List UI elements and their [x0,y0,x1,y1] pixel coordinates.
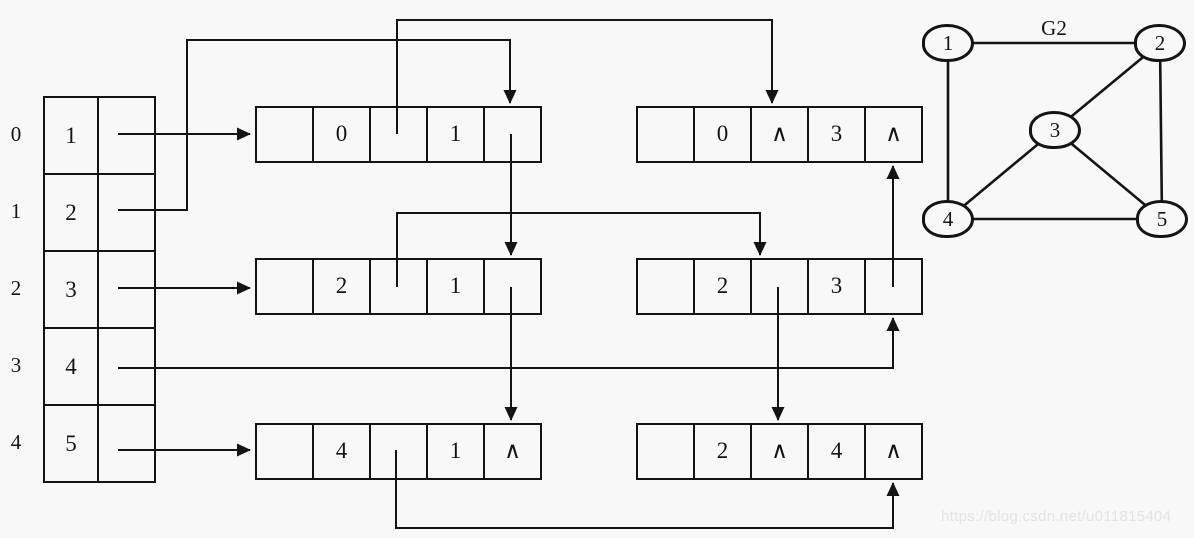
edge-cell-ivex: 2 [695,425,752,478]
edge-cell-mark [638,108,695,161]
graph-vertex-4: 4 [922,200,974,238]
head-pointer-cell [99,252,154,327]
edge-cell-ilink [371,260,428,313]
edge-cell-jlink: ∧ [504,438,521,463]
head-pointer-cell [99,406,154,481]
row-index-label: 2 [10,276,22,300]
edge-cell-jlink [866,260,921,313]
edge-cell-jlink [485,260,540,313]
edge-cell-jvex: 4 [809,425,866,478]
edge-cell-jvex: 1 [428,425,485,478]
edge-cell-mark [257,425,314,478]
edge-cell-jlink: ∧ [885,438,902,463]
vertex-value-cell: 1 [45,98,99,173]
vertex-value-cell: 5 [45,406,99,481]
vertex-value-cell: 3 [45,252,99,327]
edge-cell-ilink [752,260,809,313]
row-index-label: 0 [10,122,22,146]
graph-title: G2 [1041,16,1067,40]
arrow-head-3 [118,317,900,369]
edge-node-0-1: 0 1 [255,106,542,163]
edge-cell-ivex: 2 [314,260,371,313]
edge-cell-ivex: 0 [695,108,752,161]
vertex-table-row: 4 [45,329,154,406]
edge-cell-jlink [485,108,540,161]
edge-node-4-1: 4 1 ∧ [255,423,542,480]
edge-cell-ivex: 2 [695,260,752,313]
vertex-table-row: 2 [45,175,154,252]
head-pointer-cell [99,175,154,250]
row-index-label: 1 [10,199,22,223]
vertex-value-cell: 2 [45,175,99,250]
edge-node-2-4: 2 ∧ 4 ∧ [636,423,923,480]
edge-node-2-1: 2 1 [255,258,542,315]
head-pointer-cell [99,98,154,173]
graph-vertex-5: 5 [1136,200,1188,238]
edge-cell-ilink: ∧ [752,425,809,478]
edge-cell-mark [257,108,314,161]
graph-edge-2-5 [1158,42,1164,220]
edge-cell-jvex: 1 [428,260,485,313]
watermark: https://blog.csdn.net/u011815404 [941,508,1172,525]
edge-cell-jvex: 3 [809,260,866,313]
edge-cell-ivex: 4 [314,425,371,478]
vertex-table-row: 3 [45,252,154,329]
graph-vertex-3: 3 [1029,111,1081,149]
edge-cell-ilink: ∧ [752,108,809,161]
graph-vertex-1: 1 [922,24,974,62]
edge-node-0-3: 0 ∧ 3 ∧ [636,106,923,163]
edge-cell-jlink: ∧ [885,121,902,146]
edge-cell-mark [638,260,695,313]
edge-cell-ivex: 0 [314,108,371,161]
head-pointer-cell [99,329,154,404]
edge-cell-mark [638,425,695,478]
edge-cell-ilink [371,425,428,478]
edge-cell-jvex: 3 [809,108,866,161]
row-index-label: 4 [10,430,22,454]
edge-cell-jvex: 1 [428,108,485,161]
edge-cell-ilink [371,108,428,161]
row-index-label: 3 [10,353,22,377]
vertex-table-row: 1 [45,98,154,175]
edge-node-2-3: 2 3 [636,258,923,315]
edge-cell-mark [257,260,314,313]
vertex-table-row: 5 [45,406,154,481]
vertex-value-cell: 4 [45,329,99,404]
vertex-table: 1 2 3 4 5 [43,96,156,483]
graph-vertex-2: 2 [1134,24,1186,62]
